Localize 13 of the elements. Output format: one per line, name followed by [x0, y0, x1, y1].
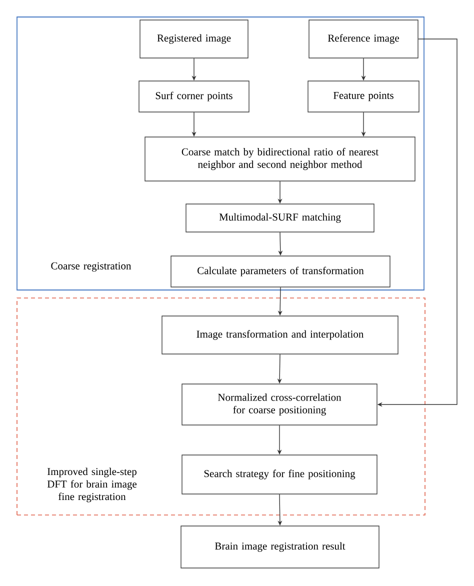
process-box: Brain image registration result: [180, 526, 380, 568]
process-box: Coarse match by bidirectional ratio of nearest neighbor and second neighbor method: [144, 136, 416, 182]
process-box: Reference image: [308, 20, 418, 58]
process-box: Feature points: [308, 80, 420, 112]
group-label: Coarse registration: [51, 262, 132, 272]
process-box: Normalized cross-correlation for coarse positioning: [182, 384, 378, 426]
process-box: Surf corner points: [138, 80, 250, 112]
process-box: Multimodal-SURF matching: [186, 204, 374, 232]
process-box: Search strategy for fine positioning: [182, 454, 378, 494]
process-box: Calculate parameters of transformation: [170, 256, 390, 288]
group-label: Improved single-step DFT for brain image fine registration: [47, 468, 137, 502]
process-box: Image transformation and interpolation: [162, 316, 398, 354]
process-box: Registered image: [140, 20, 248, 58]
